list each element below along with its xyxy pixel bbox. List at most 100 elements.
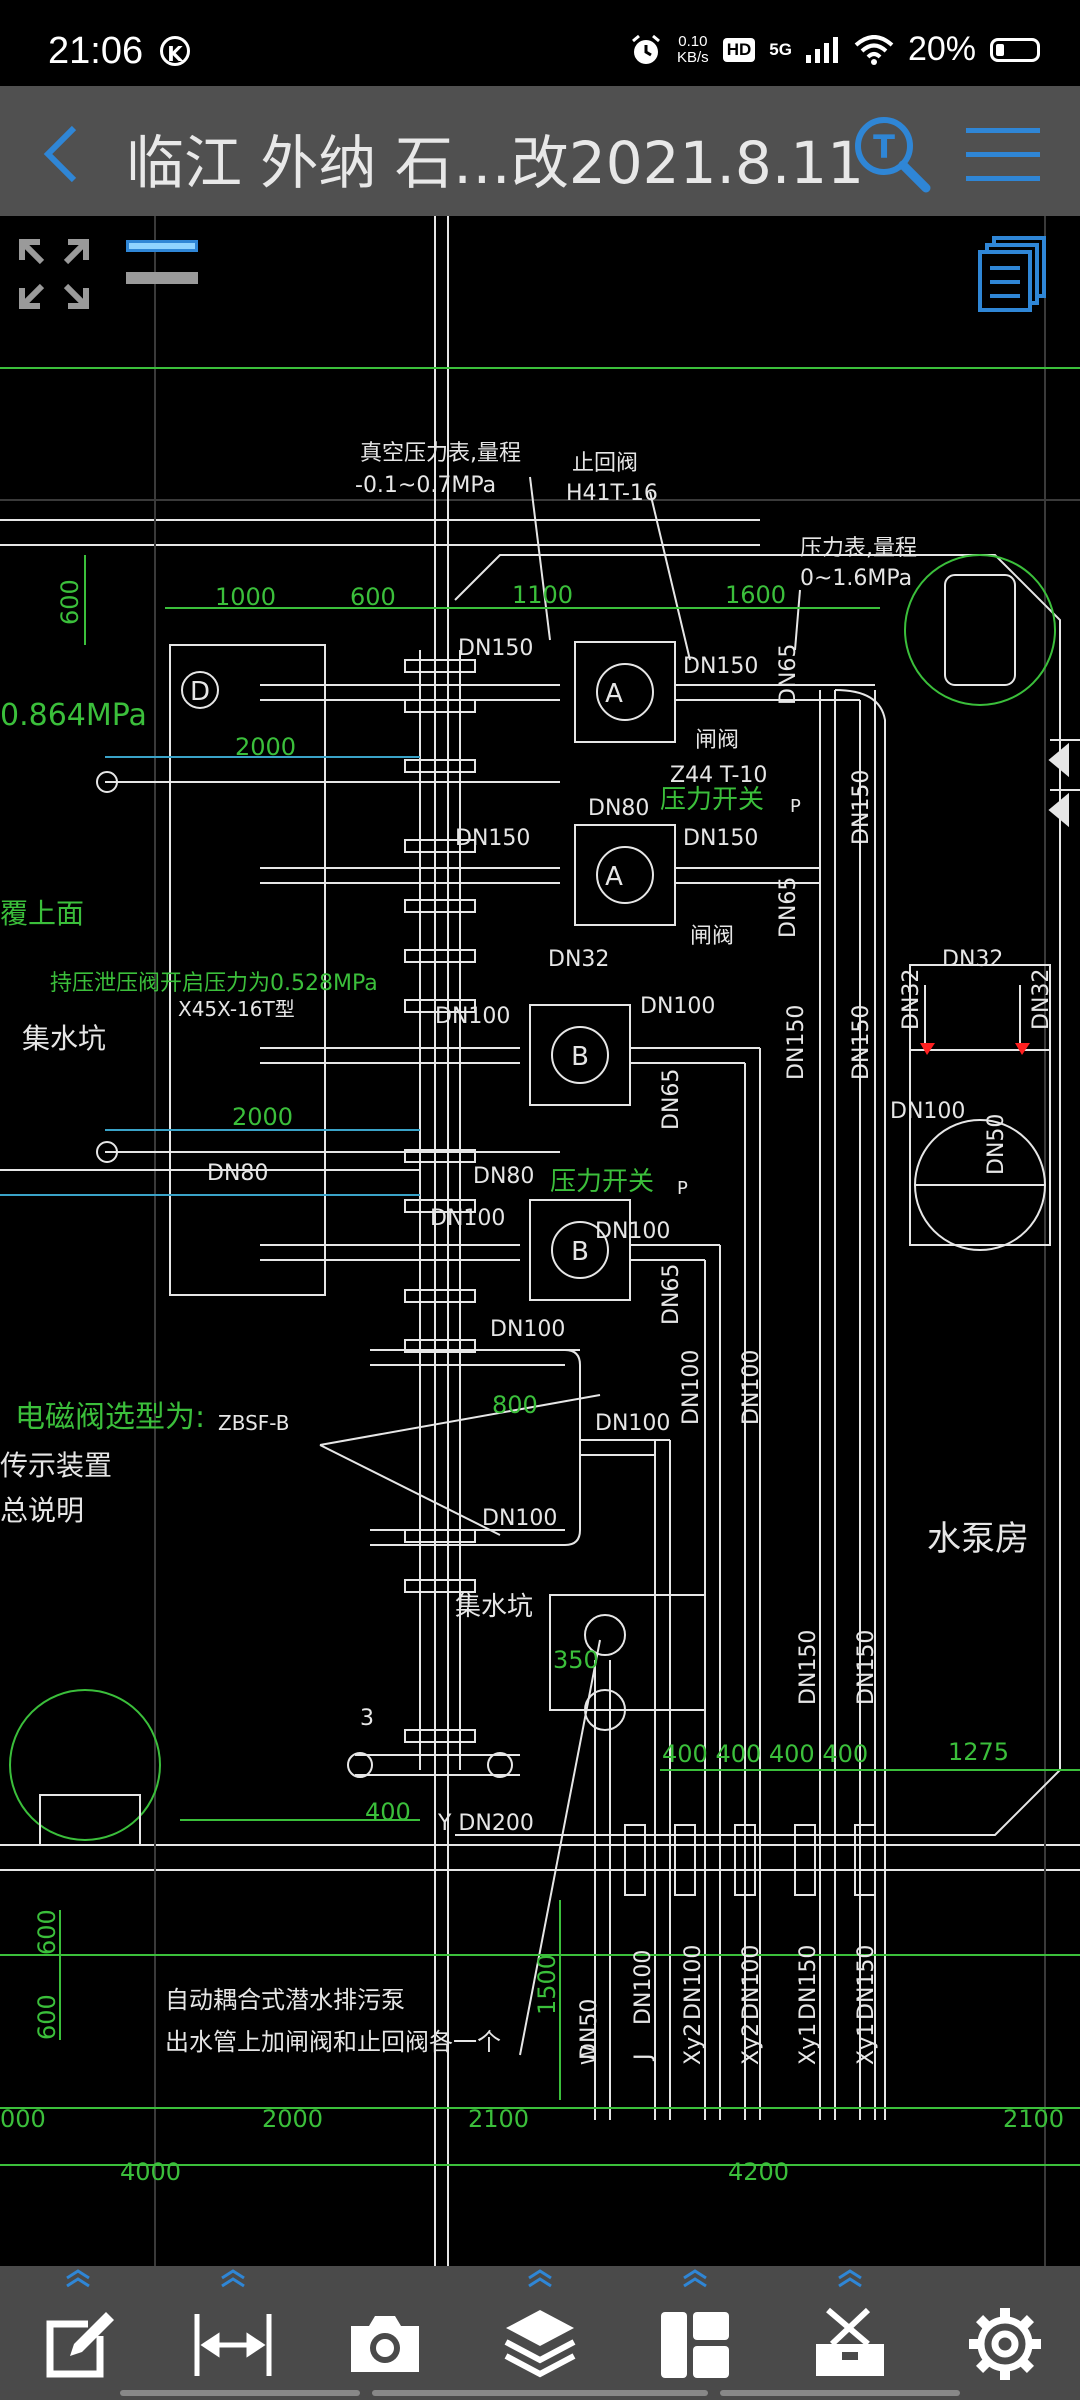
label-sump-1: 集水坑 bbox=[22, 1022, 106, 1055]
dim-2100-b: 2100 bbox=[1003, 2105, 1064, 2133]
label-pipe-j: J bbox=[631, 2054, 656, 2063]
label-xy1-2: Xy1 bbox=[854, 2023, 879, 2065]
notification-icon: K bbox=[160, 36, 190, 66]
dim-350: 350 bbox=[553, 1646, 599, 1674]
nav-indicator-left bbox=[120, 2390, 360, 2396]
label-vacuum-gauge: 真空压力表,量程 bbox=[360, 441, 521, 466]
pump-b-2: B bbox=[571, 1237, 589, 1267]
dim-1600: 1600 bbox=[725, 581, 786, 609]
label-dn80-c: DN80 bbox=[473, 1164, 534, 1189]
bottom-toolbar bbox=[0, 2266, 1080, 2400]
dim-600-v: 600 bbox=[56, 579, 84, 625]
hamburger-menu-icon[interactable] bbox=[966, 126, 1040, 182]
edit-icon[interactable] bbox=[40, 2304, 120, 2384]
label-dn100-8: DN100 bbox=[890, 1099, 965, 1124]
label-dn150-v6: DN150 bbox=[796, 1945, 821, 2020]
label-dn100-v2: DN100 bbox=[739, 1350, 764, 1425]
pump-a-1: A bbox=[605, 679, 623, 709]
label-dn150-v2: DN150 bbox=[849, 1005, 874, 1080]
toolbox-icon[interactable] bbox=[810, 2304, 890, 2384]
label-dn100-7: DN100 bbox=[482, 1506, 557, 1531]
hd-badge: HD bbox=[722, 37, 756, 62]
label-dn100-4: DN100 bbox=[595, 1219, 670, 1244]
label-check-valve-model: H41T-16 bbox=[566, 481, 658, 506]
layer-toggle-icon[interactable] bbox=[126, 240, 202, 288]
dim-2000-a: 2000 bbox=[235, 733, 296, 761]
status-bar: 21:06 K 0.10 KB/s HD 5G 20% bbox=[0, 0, 1080, 86]
search-text-icon[interactable]: T bbox=[852, 114, 932, 194]
label-dn100-v4: DN100 bbox=[681, 1945, 706, 2020]
label-z44: Z44 T-10 bbox=[670, 763, 767, 788]
gauge-p-2: P bbox=[677, 1178, 688, 1199]
label-dn150-v5: DN150 bbox=[854, 1630, 879, 1705]
label-num-3: 3 bbox=[360, 1706, 374, 1731]
dim-2000-b: 2000 bbox=[232, 1103, 293, 1131]
expand-caret-icon bbox=[221, 2269, 245, 2288]
label-dn100-1: DN100 bbox=[435, 1004, 510, 1029]
layout-icon[interactable] bbox=[655, 2304, 735, 2384]
label-top-face: 覆上面 bbox=[0, 897, 84, 930]
layers-icon[interactable] bbox=[500, 2304, 580, 2384]
label-dn150-3: DN150 bbox=[455, 826, 530, 851]
label-sewage-pump: 自动耦合式潜水排污泵 bbox=[165, 1986, 405, 2014]
chevron-left-icon[interactable] bbox=[38, 124, 86, 184]
sheets-icon[interactable] bbox=[978, 236, 1050, 312]
label-dn150-v7: DN150 bbox=[854, 1945, 879, 2020]
dim-600-b: 600 bbox=[33, 1909, 61, 1955]
label-dn150-2: DN150 bbox=[683, 654, 758, 679]
label-dn100-v5: DN100 bbox=[739, 1945, 764, 2020]
dim-400: 400 bbox=[365, 1798, 411, 1826]
dim-600: 600 bbox=[350, 583, 396, 611]
camera-icon[interactable] bbox=[345, 2304, 425, 2384]
label-zbsf: ZBSF-B bbox=[218, 1411, 290, 1435]
label-dn32-center: DN32 bbox=[548, 947, 609, 972]
label-dn150-v4: DN150 bbox=[796, 1630, 821, 1705]
dims-400-row: 400 400 400 400 bbox=[662, 1740, 868, 1768]
label-dn100-5: DN100 bbox=[490, 1317, 565, 1342]
label-y-dn200: Y DN200 bbox=[437, 1811, 534, 1836]
label-dn65-4: DN65 bbox=[659, 1264, 684, 1325]
label-dn100-2: DN100 bbox=[640, 994, 715, 1019]
expand-caret-icon bbox=[838, 2269, 862, 2288]
label-pressure-switch-1: 压力开关 bbox=[660, 785, 764, 815]
label-check-valve: 止回阀 bbox=[572, 451, 638, 476]
gauge-p-1: P bbox=[790, 796, 801, 817]
label-pressure-gauge: 压力表,量程 bbox=[800, 536, 917, 561]
label-vacuum-range: -0.1~0.7MPa bbox=[355, 473, 496, 498]
dim-1100: 1100 bbox=[512, 581, 573, 609]
label-pressure-switch-2: 压力开关 bbox=[550, 1167, 654, 1197]
expand-caret-icon bbox=[528, 2269, 552, 2288]
label-dn150-v1: DN150 bbox=[849, 770, 874, 845]
label-pressure-range: 0~1.6MPa bbox=[800, 566, 912, 591]
nav-indicator-center bbox=[372, 2390, 708, 2396]
label-dn32-right: DN32 bbox=[942, 947, 1003, 972]
dim-000: 000 bbox=[0, 2105, 46, 2133]
measure-icon[interactable] bbox=[193, 2304, 273, 2384]
nav-indicator-right bbox=[720, 2390, 960, 2396]
label-relief-valve: 持压泄压阀开启压力为0.528MPa bbox=[50, 971, 378, 996]
fullscreen-icon[interactable] bbox=[18, 238, 90, 310]
label-solenoid: 电磁阀选型为: bbox=[15, 1400, 205, 1435]
network-label: 5G bbox=[769, 39, 792, 59]
label-gate-valve-2: 闸阀 bbox=[690, 924, 734, 949]
label-dn100-3: DN100 bbox=[430, 1206, 505, 1231]
label-dn32-v1: DN32 bbox=[899, 969, 924, 1030]
label-transmitter: 传示装置 bbox=[0, 1449, 112, 1482]
label-sewage-note: 出水管上加闸阀和止回阀各一个 bbox=[165, 2028, 501, 2056]
cad-drawing-canvas[interactable]: 真空压力表,量程 -0.1~0.7MPa 止回阀 H41T-16 压力表,量程 … bbox=[0, 216, 1080, 2266]
label-dn100-6: DN100 bbox=[595, 1411, 670, 1436]
settings-icon[interactable] bbox=[965, 2304, 1045, 2384]
label-xy2-1: Xy2 bbox=[681, 2023, 706, 2065]
label-dn50-bottom: DN50 bbox=[577, 1999, 602, 2060]
label-dn150-v3: DN150 bbox=[784, 1005, 809, 1080]
label-relief-model: X45X-16T型 bbox=[178, 997, 295, 1021]
dim-1500: 1500 bbox=[533, 1954, 561, 2015]
pump-b-1: B bbox=[571, 1042, 589, 1072]
battery-percent: 20% bbox=[907, 30, 976, 68]
label-general-note: 总说明 bbox=[0, 1494, 84, 1527]
dim-800: 800 bbox=[492, 1391, 538, 1419]
label-pipe-w: W bbox=[577, 2045, 601, 2065]
dim-1000: 1000 bbox=[215, 583, 276, 611]
label-dn65-2: DN65 bbox=[776, 877, 801, 938]
alarm-icon bbox=[632, 34, 660, 64]
